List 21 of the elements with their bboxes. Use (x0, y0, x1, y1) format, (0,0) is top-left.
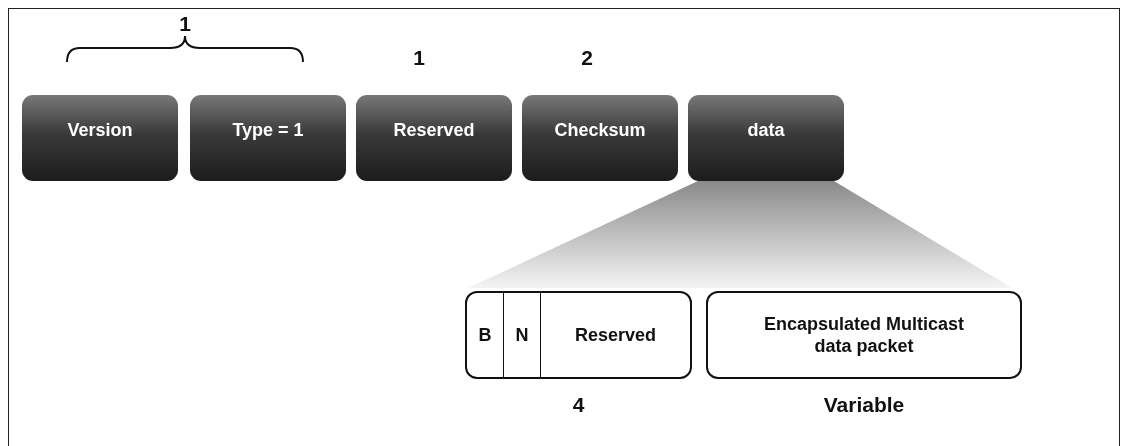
size-label: 1 (179, 12, 191, 36)
field-name: Reserved (393, 119, 475, 141)
size-label: 1 (413, 46, 425, 70)
field-name: Version (67, 119, 133, 141)
size-label: 4 (572, 393, 585, 417)
payload-name: Encapsulated Multicast data packet (762, 312, 966, 358)
field-box (356, 95, 512, 181)
field-box (22, 95, 178, 181)
field-box (688, 95, 844, 181)
field-box (522, 95, 678, 181)
field-name: Checksum (554, 119, 646, 141)
field-name: Type = 1 (232, 119, 304, 141)
field-box (190, 95, 346, 181)
size-label: Variable (823, 393, 905, 417)
subfield-name: B (478, 324, 492, 346)
payload-box (706, 291, 1022, 379)
subfield-name: Reserved (574, 324, 657, 346)
size-label: 2 (581, 46, 593, 70)
subfield-box (465, 291, 692, 379)
subfield-name: N (515, 324, 529, 346)
field-name: data (747, 119, 785, 141)
